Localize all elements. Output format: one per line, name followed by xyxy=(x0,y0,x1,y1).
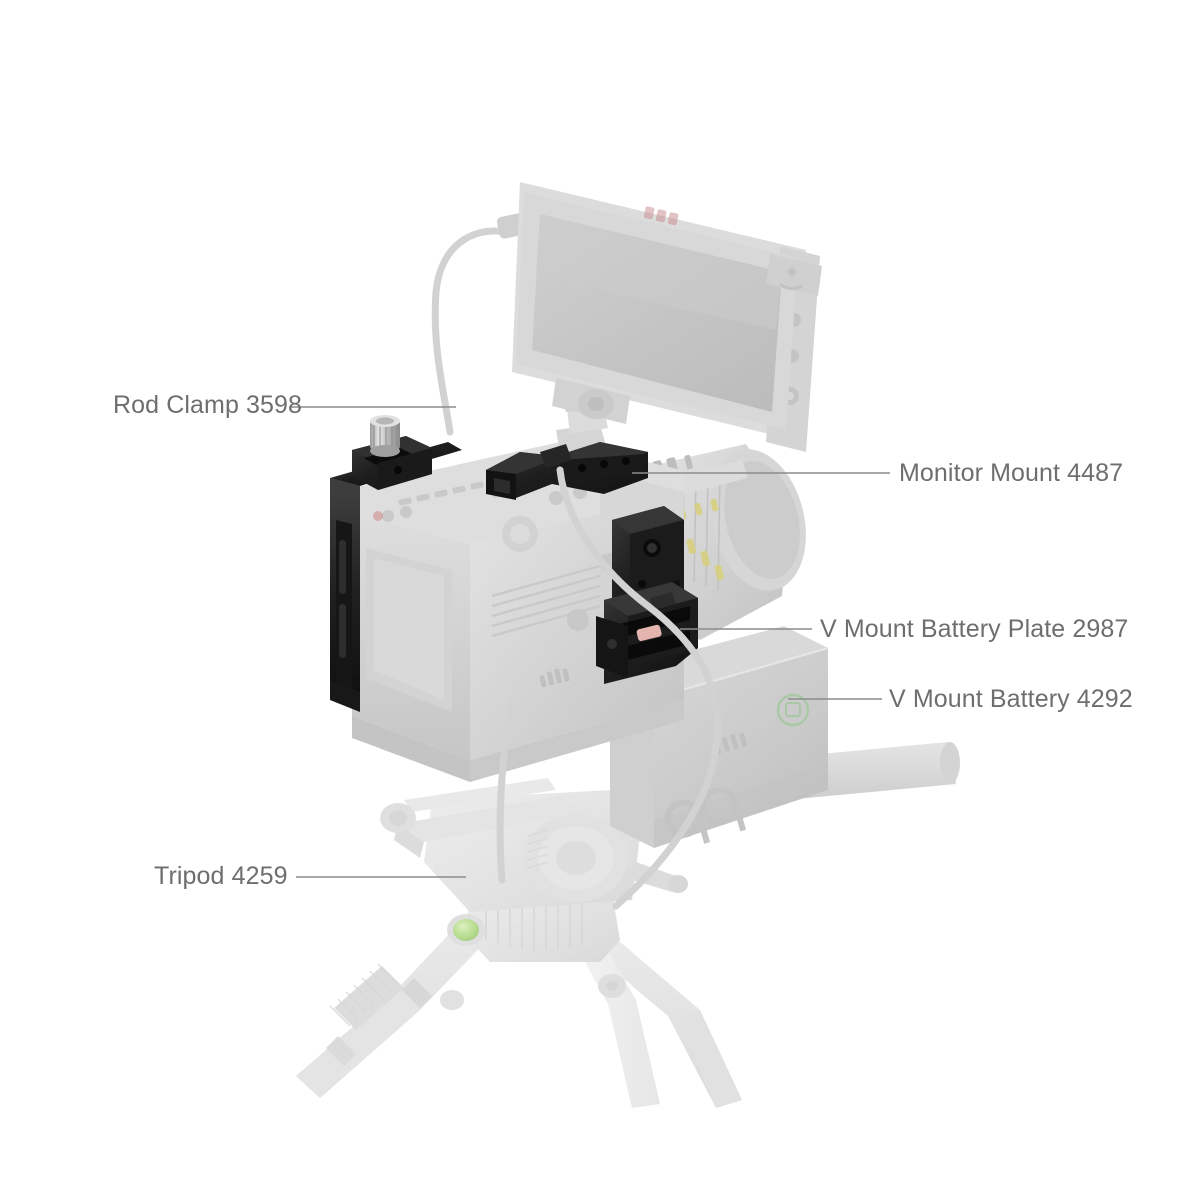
callout-label-tripod: Tripod 4259 xyxy=(154,862,288,890)
callout-label-v-mount-battery-plate: V Mount Battery Plate 2987 xyxy=(820,615,1129,643)
callout-monitor-mount: Monitor Mount 4487 xyxy=(899,461,1123,486)
callout-label-monitor-mount: Monitor Mount 4487 xyxy=(899,459,1124,487)
callout-rod-clamp: Rod Clamp 3598 xyxy=(113,393,302,418)
callout-label-rod-clamp: Rod Clamp 3598 xyxy=(113,391,303,419)
callout-label-v-mount-battery: V Mount Battery 4292 xyxy=(889,685,1133,713)
callout-v-mount-battery: V Mount Battery 4292 xyxy=(889,687,1133,712)
bubble-level xyxy=(453,919,479,941)
callout-tripod: Tripod 4259 xyxy=(154,864,288,889)
callout-v-mount-battery-plate: V Mount Battery Plate 2987 xyxy=(820,617,1128,642)
